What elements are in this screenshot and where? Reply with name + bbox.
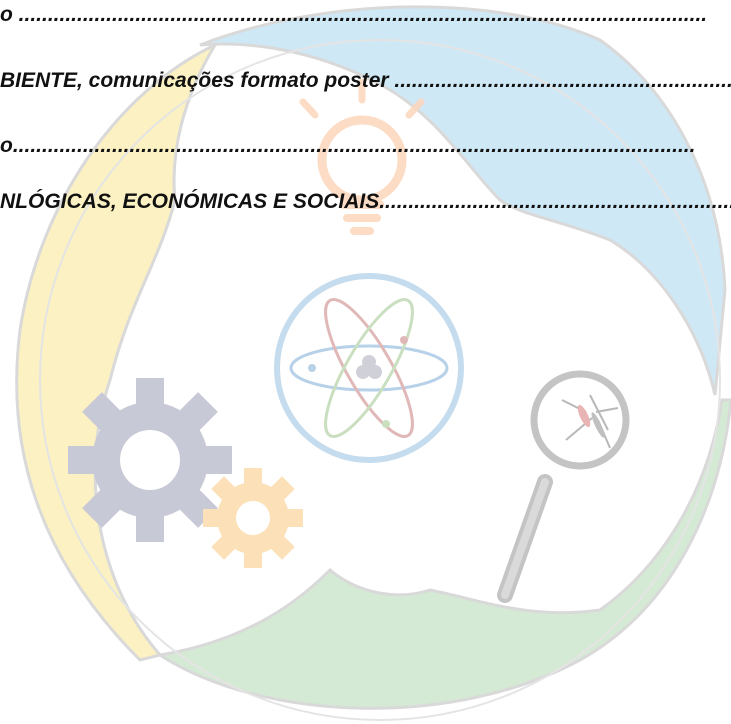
lightbulb-icon [299,78,425,235]
toc-entry-1: o ......................................… [0,0,731,30]
toc-entry-text: o ......................................… [0,3,708,26]
atom-icon [274,273,464,463]
toc-entry-3: o.......................................… [0,131,731,161]
toc-entry-text: o.......................................… [0,134,696,157]
magnifier-mosquito-icon [497,370,630,603]
toc-entry-text: NLÓGICAS, ECONÓMICAS E SOCIAIS..........… [0,190,731,213]
toc-entry-2: BIENTE, comunicações formato poster ....… [0,66,731,96]
outer-circle-outline [39,39,721,721]
yellow-band-shape [15,41,219,662]
blue-band-shape [199,5,727,396]
green-band-shape [155,398,731,710]
toc-entry-text: BIENTE, comunicações formato poster ....… [0,69,731,92]
table-of-contents: o ......................................… [0,0,731,240]
toc-entry-4: NLÓGICAS, ECONÓMICAS E SOCIAIS..........… [0,187,731,217]
gears-icon [68,378,303,568]
